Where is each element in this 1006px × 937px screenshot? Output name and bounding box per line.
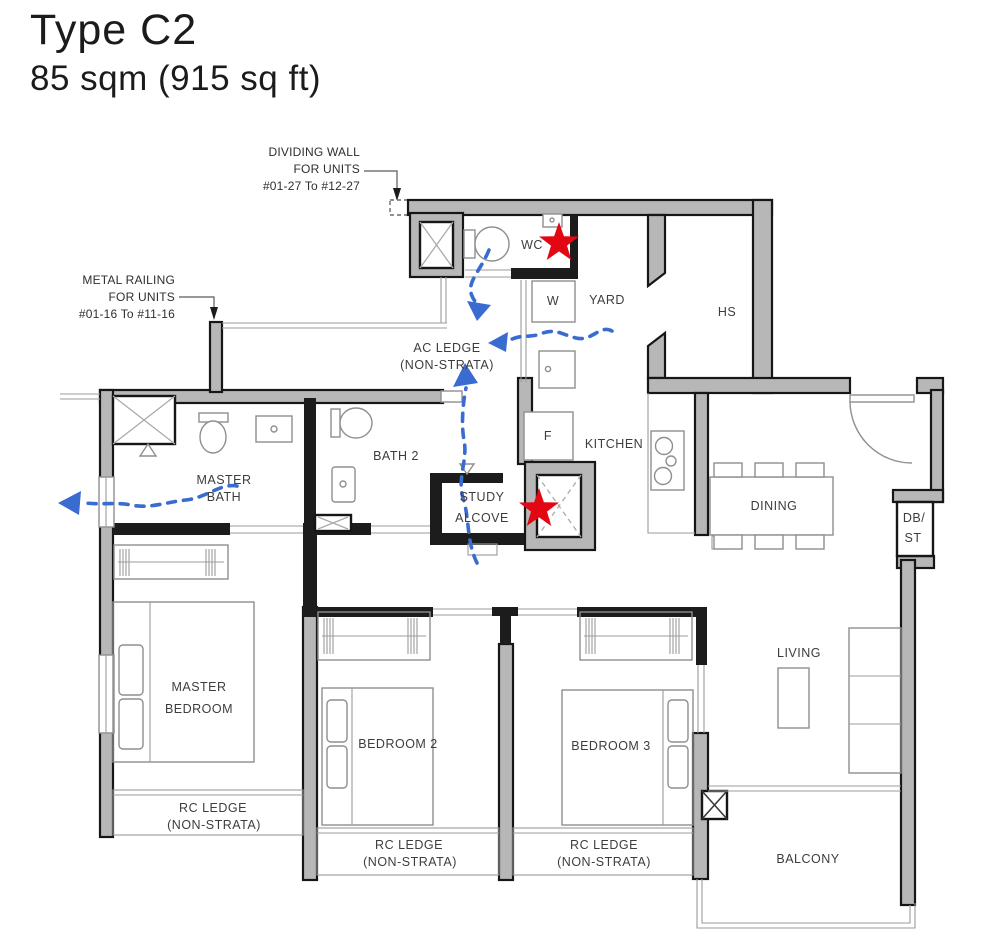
label-washer: W (546, 294, 560, 308)
bath2-toilet-bowl (339, 407, 373, 439)
washer-box (531, 280, 576, 323)
label-hs: HS (717, 305, 737, 319)
plan-type: Type C2 (30, 6, 198, 54)
coffee-table (777, 667, 810, 729)
br2-bed (321, 687, 434, 826)
wc-fixtures (463, 213, 563, 262)
wc-toilet-tank (463, 229, 476, 259)
wc-cistern-box (542, 213, 563, 228)
master-bath-fixtures (111, 394, 293, 457)
label-bedroom3: BEDROOM 3 (571, 739, 651, 753)
bedroom3-furniture (561, 611, 694, 826)
label-study-1: STUDY (459, 490, 505, 504)
master-bed (112, 601, 255, 763)
wc-toilet-bowl (474, 226, 510, 262)
route-arrow-master-bath (84, 483, 239, 508)
label-rc-br3-2: (NON-STRATA) (557, 855, 651, 869)
label-dbst-1: DB/ (902, 511, 926, 525)
label-dbst-2: ST (904, 531, 922, 545)
kitchen-fixtures (523, 393, 695, 534)
ac-shaft-study (523, 460, 597, 552)
sofa (848, 627, 902, 774)
label-ac-ledge-1: AC LEDGE (413, 341, 481, 355)
balcony-parapet (696, 785, 916, 929)
star-marker-study (519, 488, 559, 526)
mbath-vanity (255, 415, 293, 443)
route-arrows (58, 248, 614, 565)
label-master-bath-2: BATH (206, 490, 242, 504)
balcony-sliding-door (708, 785, 901, 792)
ac-shaft-top (408, 211, 465, 279)
dividing-wall-leader (364, 170, 410, 216)
yard-fixtures (531, 280, 576, 389)
star-markers (519, 222, 579, 526)
label-bedroom2: BEDROOM 2 (358, 737, 438, 751)
label-fridge: F (543, 429, 553, 443)
shower-marker (138, 442, 158, 457)
star-marker-wc (539, 222, 579, 260)
label-master-bedroom-1: MASTER (171, 680, 227, 694)
br2-wardrobe (317, 611, 431, 661)
metal-railing-annotation: METAL RAILING FOR UNITS #01-16 To #11-16 (78, 273, 175, 321)
db-st-closet (895, 500, 935, 558)
entrance-door (849, 394, 915, 464)
master-bedroom-furniture (112, 544, 255, 763)
label-ac-ledge-2: (NON-STRATA) (400, 358, 494, 372)
label-kitchen: KITCHEN (584, 437, 644, 451)
plan-title: Type C2 85 sqm (915 sq ft) (30, 4, 321, 100)
label-master-bedroom-2: BEDROOM (164, 702, 234, 716)
rc-ledges (112, 789, 694, 876)
dining-furniture (709, 462, 834, 550)
label-living: LIVING (777, 646, 821, 660)
label-rc-br2-2: (NON-STRATA) (363, 855, 457, 869)
windows-and-doors (60, 269, 705, 734)
dividing-wall-segment (389, 199, 410, 216)
plan-area: 85 sqm (915 sq ft) (30, 58, 322, 98)
br3-wardrobe (579, 611, 693, 661)
bath2-fixtures (313, 407, 373, 533)
master-wardrobe (113, 544, 229, 580)
mbath-toilet-bowl (199, 420, 227, 454)
label-yard: YARD (589, 293, 625, 307)
label-rc-br2-1: RC LEDGE (375, 838, 443, 852)
label-rc-master-1: RC LEDGE (179, 801, 247, 815)
dividing-wall-annotation: DIVIDING WALL FOR UNITS #01-27 To #12-27 (262, 145, 360, 193)
living-furniture (777, 627, 902, 774)
label-rc-master-2: (NON-STRATA) (167, 818, 261, 832)
route-arrow-study (459, 386, 479, 565)
column-x (700, 789, 729, 821)
label-study-2: ALCOVE (455, 511, 509, 525)
bath2-sink (331, 466, 356, 503)
route-arrow-yard (508, 327, 614, 342)
metal-railing-lines (222, 277, 527, 382)
label-bath2: BATH 2 (373, 449, 419, 463)
walls (98, 198, 945, 907)
label-master-bath-1: MASTER (196, 473, 252, 487)
br3-bed (561, 689, 694, 826)
bath2-toilet-tank (330, 408, 341, 438)
yard-sink (538, 350, 576, 389)
label-balcony: BALCONY (776, 852, 840, 866)
label-rc-br3-1: RC LEDGE (570, 838, 638, 852)
metal-railing-leader (179, 296, 218, 320)
dining-table (709, 476, 834, 536)
label-wc: WC (521, 238, 543, 252)
study-desk-notch (467, 543, 498, 556)
bedroom2-furniture (317, 611, 434, 826)
fridge-box (523, 411, 574, 461)
label-dining: DINING (750, 499, 798, 513)
